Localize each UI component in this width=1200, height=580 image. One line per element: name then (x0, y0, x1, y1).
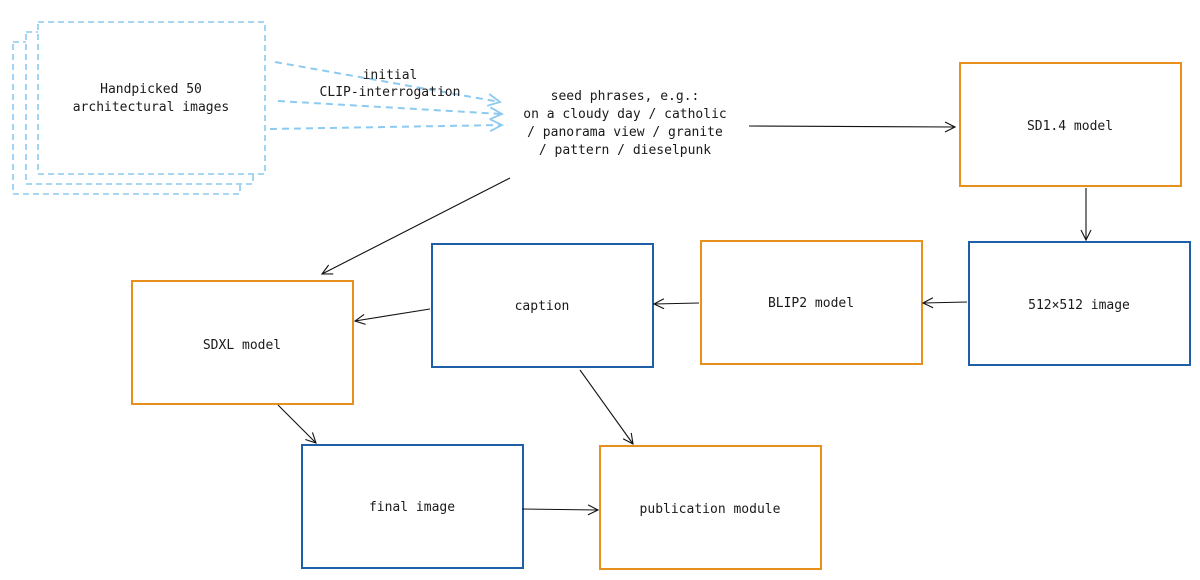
clip-interrogation-arrows (269, 61, 502, 129)
handpicked-label-line1: Handpicked 50 (100, 82, 202, 97)
handpicked-images-node: Handpicked 50 architectural images (12, 21, 266, 195)
clip-label-line2: CLIP-interrogation (320, 85, 461, 100)
publication-module-node: publication module (599, 445, 822, 570)
caption-label: caption (515, 299, 570, 314)
clip-arrow-top (274, 61, 500, 102)
arrow-final-to-publication (521, 509, 598, 510)
final-image-box (301, 444, 524, 569)
arrow-blip2-to-caption (654, 303, 700, 304)
sd14-model-label: SD1.4 model (1027, 119, 1113, 134)
handpicked-label-line2: architectural images (73, 100, 230, 115)
clip-arrow-middle (277, 100, 502, 114)
caption-box (431, 243, 654, 368)
image-512-label: 512×512 image (1028, 298, 1130, 313)
arrow-seed-to-sd14 (748, 126, 955, 127)
image-512-box (968, 241, 1191, 366)
arrow-512-to-blip2 (923, 302, 968, 303)
publication-module-box (599, 445, 822, 570)
publication-module-label: publication module (640, 502, 781, 517)
arrow-sdxl-to-final (277, 404, 316, 443)
seed-line2: on a cloudy day / catholic (523, 107, 727, 122)
arrow-caption-to-sdxl (355, 308, 431, 321)
sd14-model-node: SD1.4 model (959, 62, 1182, 187)
blip2-model-label: BLIP2 model (768, 296, 854, 311)
blip2-model-box (700, 240, 923, 365)
seed-line1: seed phrases, e.g.: (551, 89, 700, 104)
sdxl-model-box (131, 280, 354, 405)
final-image-node: final image (301, 444, 524, 569)
seed-line3: / panorama view / granite (527, 125, 723, 140)
stack-front-sheet (37, 21, 266, 175)
sdxl-model-label: SDXL model (203, 338, 281, 353)
clip-arrow-bottom (269, 125, 502, 129)
blip2-model-node: BLIP2 model (700, 240, 923, 365)
sd14-model-box (959, 62, 1182, 187)
pipeline-arrows (277, 126, 1086, 510)
seed-phrases-node: seed phrases, e.g.: on a cloudy day / ca… (523, 89, 727, 158)
arrow-seed-to-sdxl (322, 177, 511, 274)
caption-node: caption (431, 243, 654, 368)
final-image-label: final image (369, 500, 455, 515)
sdxl-model-node: SDXL model (131, 280, 354, 405)
image-512-node: 512×512 image (968, 241, 1191, 366)
seed-line4: / pattern / dieselpunk (539, 143, 711, 158)
clip-label-line1: initial (363, 68, 418, 83)
arrow-caption-to-publication (579, 369, 633, 444)
